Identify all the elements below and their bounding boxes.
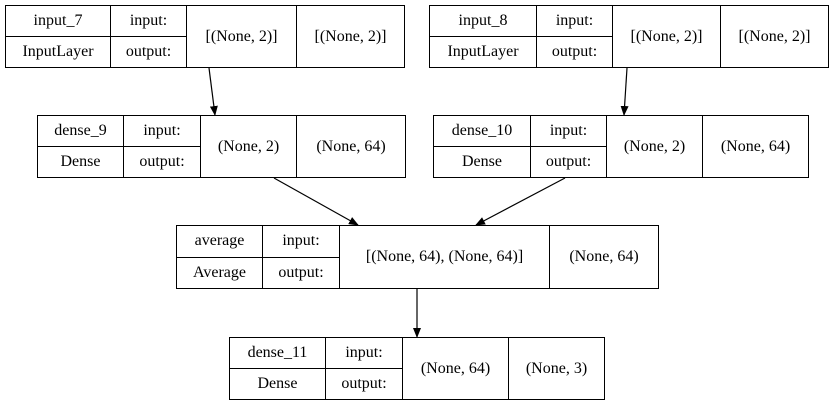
layer-name: dense_11 bbox=[247, 344, 308, 361]
input-label: input: bbox=[555, 12, 594, 29]
output-shape: [(None, 2)] bbox=[314, 27, 387, 45]
layer-type: InputLayer bbox=[430, 36, 536, 67]
edge-dense-9-to-average bbox=[273, 177, 359, 226]
layer-type: InputLayer bbox=[6, 36, 110, 67]
layer-node-input-8: input_8 InputLayer input: output: [(None… bbox=[429, 5, 829, 68]
input-label: input: bbox=[549, 122, 588, 139]
layer-name: input_7 bbox=[33, 12, 83, 29]
layer-name: average bbox=[194, 232, 245, 250]
output-shape: (None, 64) bbox=[720, 137, 791, 155]
layer-node-average: average Average input: output: [(None, 6… bbox=[176, 225, 659, 289]
layer-node-dense-11: dense_11 Dense input: output: (None, 64)… bbox=[229, 337, 605, 400]
output-label: output: bbox=[537, 36, 612, 67]
input-label: input: bbox=[143, 122, 181, 139]
input-label: input: bbox=[129, 12, 168, 29]
edge-dense-10-to-average bbox=[475, 177, 566, 226]
output-shape: (None, 3) bbox=[525, 359, 588, 377]
output-shape: [(None, 2)] bbox=[738, 27, 811, 45]
layer-type: Dense bbox=[230, 368, 325, 399]
edge-input-7-to-dense-9 bbox=[208, 67, 218, 116]
input-label: input: bbox=[282, 232, 320, 250]
output-label: output: bbox=[531, 146, 606, 177]
layer-type: Average bbox=[177, 256, 262, 289]
layer-name: dense_9 bbox=[54, 122, 107, 139]
input-shape: [(None, 2)] bbox=[630, 27, 703, 45]
layer-node-dense-10: dense_10 Dense input: output: (None, 2) … bbox=[433, 115, 809, 178]
input-shape: [(None, 64), (None, 64)] bbox=[365, 248, 524, 265]
output-label: output: bbox=[263, 256, 339, 289]
layer-node-input-7: input_7 InputLayer input: output: [(None… bbox=[5, 5, 405, 68]
output-shape: (None, 64) bbox=[569, 248, 639, 265]
input-shape: (None, 64) bbox=[420, 359, 491, 377]
output-label: output: bbox=[111, 36, 186, 67]
layer-node-dense-9: dense_9 Dense input: output: (None, 2) (… bbox=[37, 115, 406, 178]
output-label: output: bbox=[326, 368, 402, 399]
layer-type: Dense bbox=[434, 146, 530, 177]
input-shape: [(None, 2)] bbox=[205, 27, 278, 45]
layer-name: input_8 bbox=[458, 12, 508, 29]
output-label: output: bbox=[124, 146, 200, 177]
edge-input-8-to-dense-10 bbox=[620, 67, 629, 116]
output-shape: (None, 64) bbox=[316, 137, 386, 155]
layer-type: Dense bbox=[38, 146, 123, 177]
layer-name: dense_10 bbox=[451, 122, 513, 139]
input-shape: (None, 2) bbox=[623, 137, 686, 155]
input-shape: (None, 2) bbox=[217, 137, 280, 155]
input-label: input: bbox=[345, 344, 383, 361]
